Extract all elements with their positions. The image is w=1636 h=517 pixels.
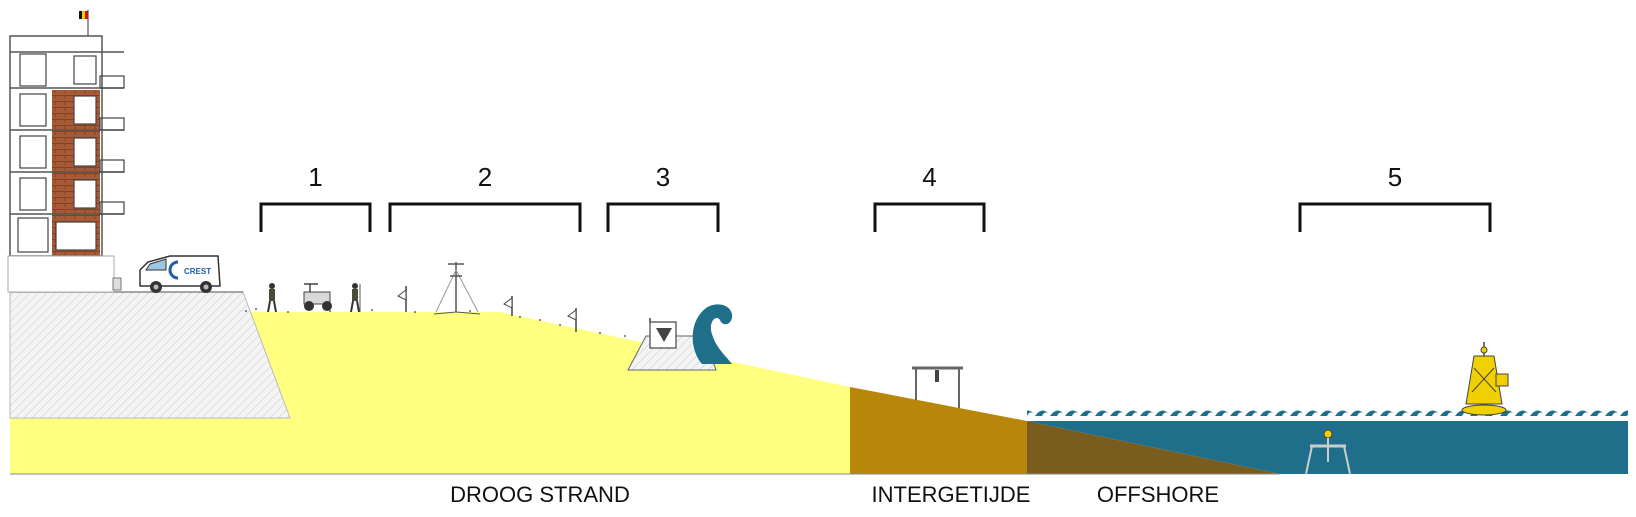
beach-pebbles xyxy=(245,308,626,337)
zone-bracket-4 xyxy=(873,202,986,232)
seabed-tripod-icon xyxy=(1305,429,1351,475)
zone-bracket-3 xyxy=(606,202,720,232)
zone-bracket-1 xyxy=(259,202,372,232)
zone-number-2: 2 xyxy=(478,162,492,192)
zone-bracket-2 xyxy=(388,202,582,232)
zone-number-3: 3 xyxy=(656,162,670,192)
surveyor-icon-2 xyxy=(350,283,361,313)
intertidal-sand xyxy=(850,387,1027,474)
zone-number-5: 5 xyxy=(1388,162,1402,192)
sea-wave-crests xyxy=(1027,410,1628,424)
building-icon xyxy=(7,35,125,293)
region-label-offshore: OFFSHORE xyxy=(1097,482,1219,507)
pole-sensor-icon-2 xyxy=(503,296,513,316)
zone-brackets: 1 2 3 4 5 xyxy=(259,162,1492,232)
region-label-intertidal: INTERGETIJDE xyxy=(872,482,1031,507)
buoy-icon xyxy=(1461,342,1509,416)
region-label-dry-beach: DROOG STRAND xyxy=(450,482,630,507)
van-icon: CREST xyxy=(139,255,221,293)
zone-number-1: 1 xyxy=(308,162,322,192)
zone-number-4: 4 xyxy=(922,162,936,192)
surveyor-icon xyxy=(267,283,277,313)
wave-icon xyxy=(692,304,733,364)
weather-station-icon xyxy=(433,262,481,315)
frame-icon xyxy=(912,366,963,408)
zone-bracket-5 xyxy=(1298,202,1492,232)
pole-sensor-icon-3 xyxy=(567,308,577,332)
buggy-icon xyxy=(303,283,332,311)
flag-icon xyxy=(79,10,89,36)
pole-sensor-icon xyxy=(397,286,407,312)
van-logo-text: CREST xyxy=(184,267,211,276)
seawall xyxy=(9,291,291,419)
